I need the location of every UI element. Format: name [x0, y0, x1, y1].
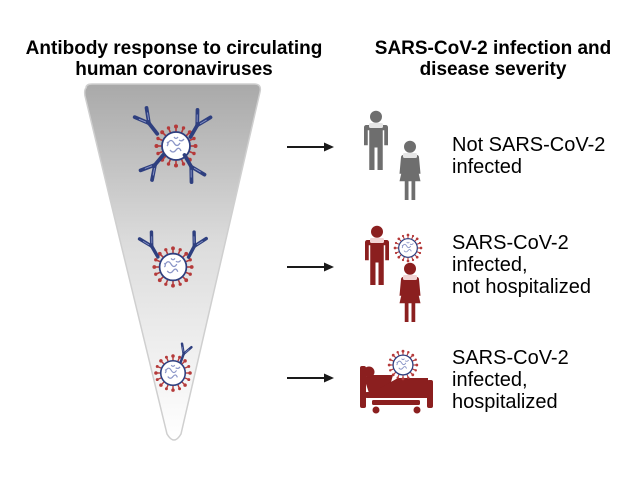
outcome-line: Not SARS-CoV-2 [452, 134, 606, 156]
left-heading-line-2: human coronaviruses [75, 59, 273, 80]
left-heading-line-1: Antibody response to circulating [25, 38, 323, 59]
outcome-line: not hospitalized [452, 276, 591, 298]
infected-not-hospitalized-people [365, 225, 423, 322]
right-heading-line-1: SARS-CoV-2 infection and [374, 38, 612, 59]
left-column-heading: Antibody response to circulating human c… [5, 38, 343, 80]
outcome-line: infected, [452, 254, 528, 276]
coronavirus-icon [387, 349, 419, 381]
person-icon [399, 262, 421, 322]
person-icon [364, 110, 388, 170]
right-column-heading: SARS-CoV-2 infection and disease severit… [350, 38, 636, 80]
outcome-line: SARS-CoV-2 [452, 232, 569, 254]
outcome-infected-hospitalized: SARS-CoV-2 infected, hospitalized [452, 347, 569, 413]
arrow-right-icon [287, 262, 334, 272]
coronavirus-icon [153, 353, 193, 393]
outcome-line: infected [452, 156, 523, 178]
outcome-line: hospitalized [452, 391, 558, 413]
person-icon [399, 140, 421, 200]
coronavirus-icon [393, 233, 423, 263]
arrow-right-icon [287, 142, 334, 152]
hospital-bed-icon [360, 349, 433, 414]
coronavirus-icon [151, 245, 195, 289]
outcome-line: SARS-CoV-2 [452, 347, 569, 369]
right-heading-line-2: disease severity [419, 59, 567, 80]
not-infected-people [364, 110, 421, 200]
coronavirus-icon [153, 123, 199, 169]
arrow-right-icon [287, 373, 334, 383]
outcome-not-infected: Not SARS-CoV-2 infected [452, 134, 605, 178]
person-icon [365, 225, 389, 285]
outcome-infected-not-hospitalized: SARS-CoV-2 infected, not hospitalized [452, 232, 591, 298]
outcome-line: infected, [452, 369, 528, 391]
